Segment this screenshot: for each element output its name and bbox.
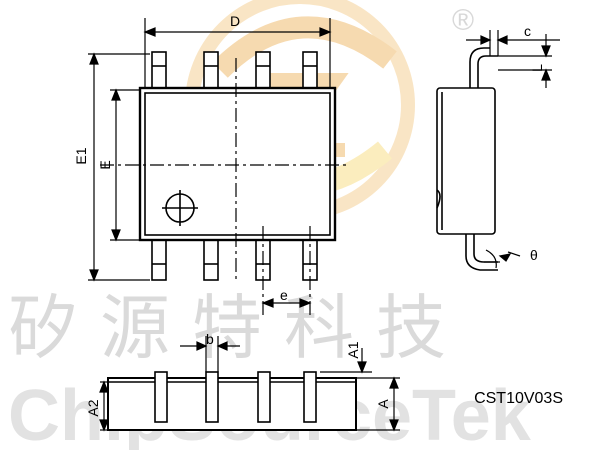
- label-b: b: [206, 331, 214, 347]
- end-notch: [436, 189, 441, 209]
- end-lead-top-inner: [477, 55, 498, 88]
- end-body: [436, 87, 496, 235]
- side-lead-2: [205, 371, 219, 423]
- end-view: [436, 47, 498, 271]
- dim-L: [498, 34, 552, 88]
- label-D: D: [230, 13, 240, 29]
- dim-c: [466, 30, 560, 56]
- lead-top-1: [151, 51, 167, 91]
- side-view: [107, 371, 357, 431]
- end-lead-bottom-outer: [465, 234, 498, 271]
- dim-A: [356, 376, 400, 432]
- label-E: E: [97, 160, 113, 169]
- dim-E: [110, 88, 140, 242]
- label-theta: θ: [530, 247, 538, 263]
- registered-mark: ®: [452, 4, 474, 37]
- dim-A2: [99, 380, 109, 432]
- side-lead-4: [303, 371, 317, 423]
- label-c: c: [524, 23, 531, 39]
- label-A2: A2: [85, 399, 101, 416]
- package-body: [138, 86, 337, 242]
- lead-top-2: [203, 51, 219, 91]
- lead-bottom-2: [203, 237, 219, 281]
- label-L: L: [529, 64, 545, 72]
- side-lead-1: [154, 371, 168, 423]
- label-E1: E1: [73, 147, 89, 164]
- side-body: [107, 377, 357, 431]
- part-number: CST10V03S: [474, 390, 563, 407]
- end-lead-bottom-inner: [473, 234, 498, 263]
- top-view: [138, 51, 337, 281]
- dim-e: [261, 298, 312, 308]
- watermark-chinese: 矽源特科技: [8, 287, 468, 369]
- label-A: A: [375, 399, 391, 409]
- center-lines: [100, 58, 350, 315]
- dim-theta: [484, 249, 521, 269]
- dim-D: [143, 18, 332, 88]
- label-A1: A1: [345, 341, 361, 358]
- logo-arc-top: [212, 16, 397, 78]
- package-body-inner: [144, 92, 331, 236]
- lead-top-3: [255, 51, 271, 91]
- dim-b: [180, 336, 240, 372]
- label-e: e: [280, 287, 288, 303]
- lead-bottom-1: [151, 237, 167, 281]
- side-lead-3: [257, 371, 271, 423]
- dim-A1: [320, 348, 372, 374]
- end-lead-top-outer: [469, 47, 490, 88]
- lead-top-4: [302, 51, 318, 91]
- dim-E1: [88, 52, 150, 282]
